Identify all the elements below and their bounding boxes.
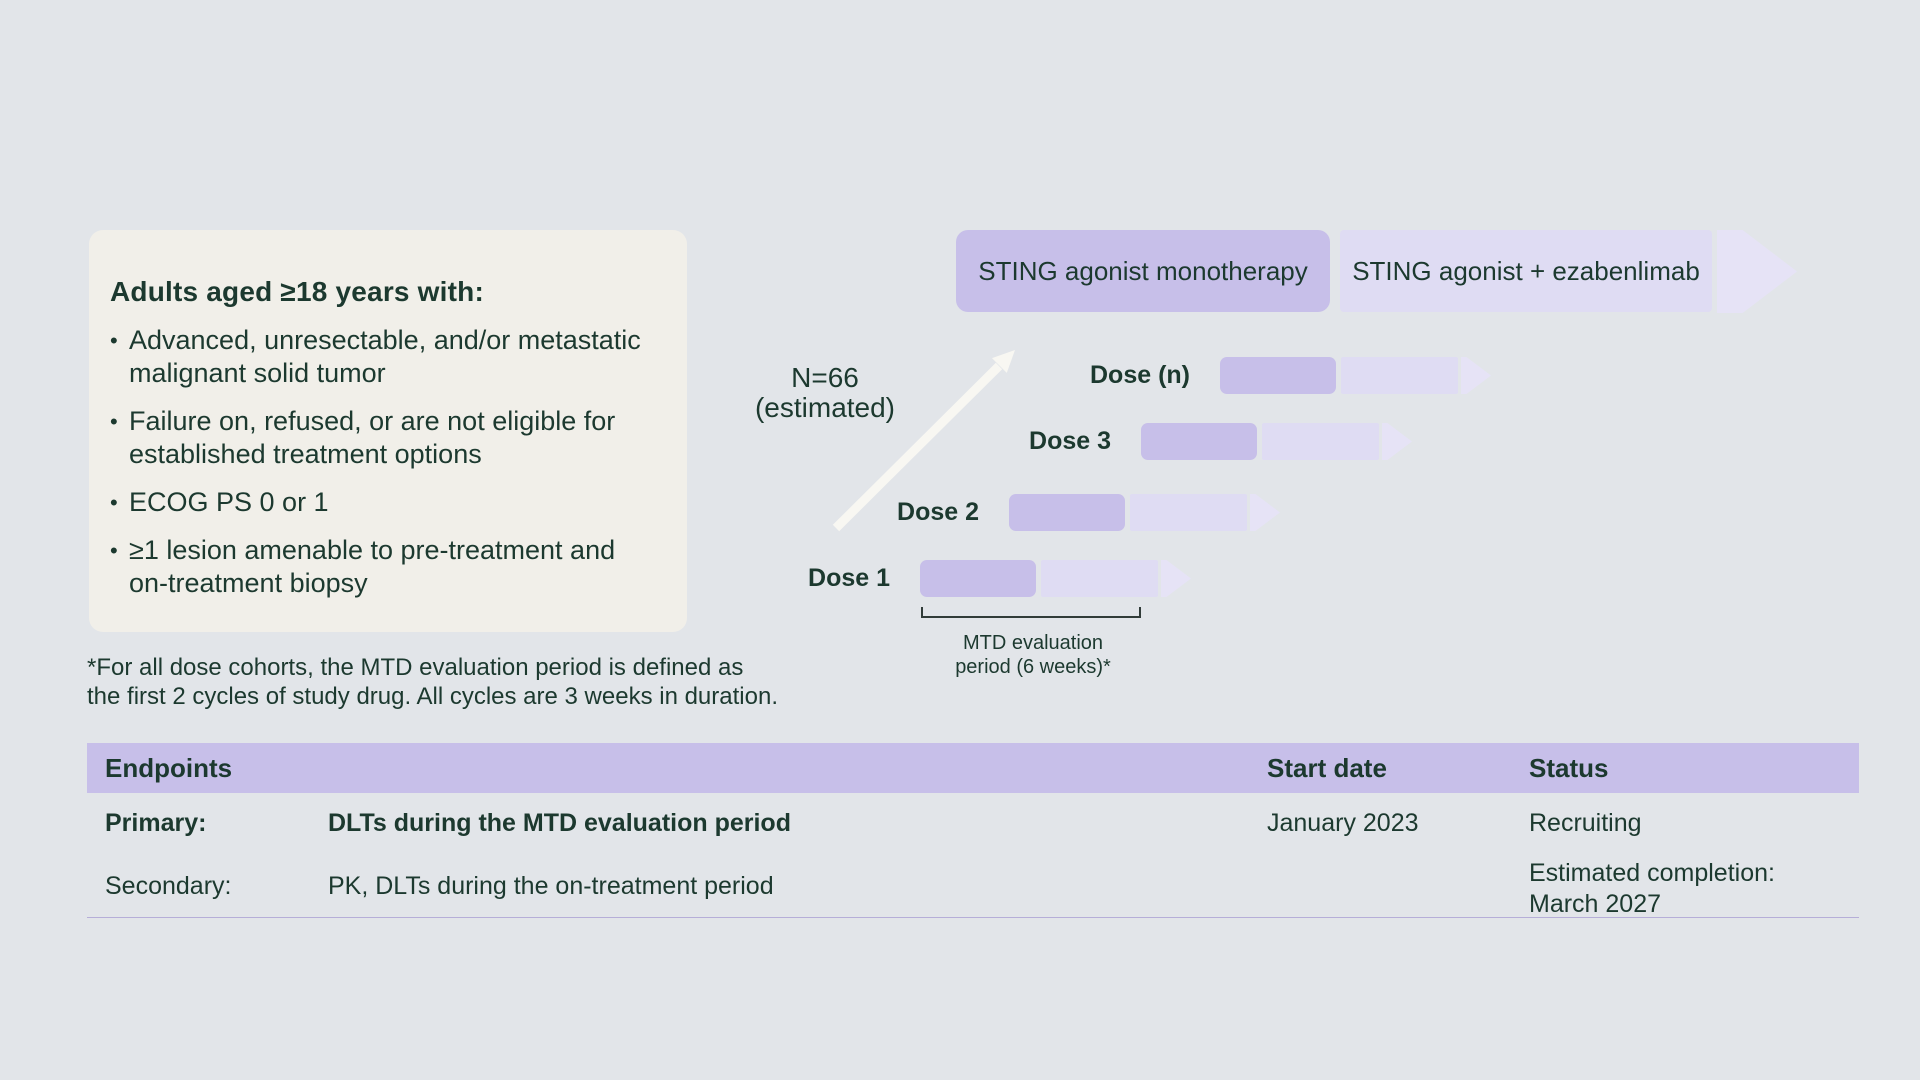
table-row-secondary-description: PK, DLTs during the on-treatment period <box>328 872 774 900</box>
bullet-icon: • <box>110 328 118 353</box>
eligibility-title: Adults aged ≥18 years with: <box>110 276 484 307</box>
bullet-text: ECOG PS 0 or 1 <box>129 487 329 517</box>
mtd-period-label: MTD evaluation period (6 weeks)* <box>955 632 1111 678</box>
dose-3-bar-combo <box>1262 423 1379 460</box>
dose-2-bar-mono <box>1009 494 1125 531</box>
dose-1-label: Dose 1 <box>808 564 890 592</box>
dose-1-bar-combo <box>1041 560 1158 597</box>
dose-1-bar-mono <box>920 560 1036 597</box>
table-row-secondary-type: Secondary: <box>105 872 232 900</box>
arm-monotherapy-label: STING agonist monotherapy <box>978 255 1308 286</box>
dose-n-bar-combo <box>1341 357 1458 394</box>
dose-escalation-arrow-icon <box>832 350 1015 532</box>
dose-3-bar-tip-icon <box>1382 423 1412 460</box>
dose-n-bar-mono <box>1220 357 1336 394</box>
column-header-start-date: Start date <box>1267 753 1387 783</box>
table-row-secondary-status: Estimated completion: March 2027 <box>1529 859 1775 918</box>
list-item: • Advanced, unresectable, and/or metasta… <box>110 324 653 390</box>
list-item: • Failure on, refused, or are not eligib… <box>110 405 653 471</box>
dose-2-bar-tip-icon <box>1250 494 1280 531</box>
arm-combination-label: STING agonist + ezabenlimab <box>1352 255 1700 286</box>
enrollment-note: N=66 (estimated) <box>754 362 896 423</box>
dose-1-bar-tip-icon <box>1161 560 1191 597</box>
eligibility-bullet-list: • Advanced, unresectable, and/or metasta… <box>110 324 653 600</box>
column-header-endpoints: Endpoints <box>105 753 233 783</box>
arm-combination-banner: STING agonist + ezabenlimab <box>1340 230 1712 312</box>
eligibility-card: Adults aged ≥18 years with: • Advanced, … <box>89 230 687 632</box>
table-row-primary-start-date: January 2023 <box>1267 809 1419 837</box>
list-item: • ECOG PS 0 or 1 <box>110 486 653 519</box>
bullet-text: ≥1 lesion amenable to pre-treatment and … <box>129 535 616 598</box>
dose-2-bar-combo <box>1130 494 1247 531</box>
mtd-period-bracket <box>921 607 1141 618</box>
bullet-icon: • <box>110 409 118 434</box>
bullet-text: Failure on, refused, or are not eligible… <box>129 406 616 469</box>
dose-n-label: Dose (n) <box>1090 361 1190 389</box>
table-row-primary-description: DLTs during the MTD evaluation period <box>328 809 791 837</box>
dose-2-label: Dose 2 <box>897 498 979 526</box>
table-row-primary-status: Recruiting <box>1529 809 1642 837</box>
dose-3-bar-mono <box>1141 423 1257 460</box>
column-header-status: Status <box>1529 753 1609 783</box>
dose-n-bar-tip-icon <box>1461 357 1491 394</box>
bullet-icon: • <box>110 490 118 515</box>
table-header-row: Endpoints Start date Status <box>87 743 1859 793</box>
dose-3-label: Dose 3 <box>1029 427 1111 455</box>
table-row-primary-type: Primary: <box>105 809 207 837</box>
table-bottom-rule <box>87 917 1859 918</box>
mtd-footnote: *For all dose cohorts, the MTD evaluatio… <box>87 654 778 710</box>
bullet-text: Advanced, unresectable, and/or metastati… <box>129 325 641 388</box>
list-item: • ≥1 lesion amenable to pre-treatment an… <box>110 534 653 600</box>
bullet-icon: • <box>110 538 118 563</box>
arm-monotherapy-banner: STING agonist monotherapy <box>956 230 1330 312</box>
banner-arrowhead-icon <box>1717 230 1797 313</box>
